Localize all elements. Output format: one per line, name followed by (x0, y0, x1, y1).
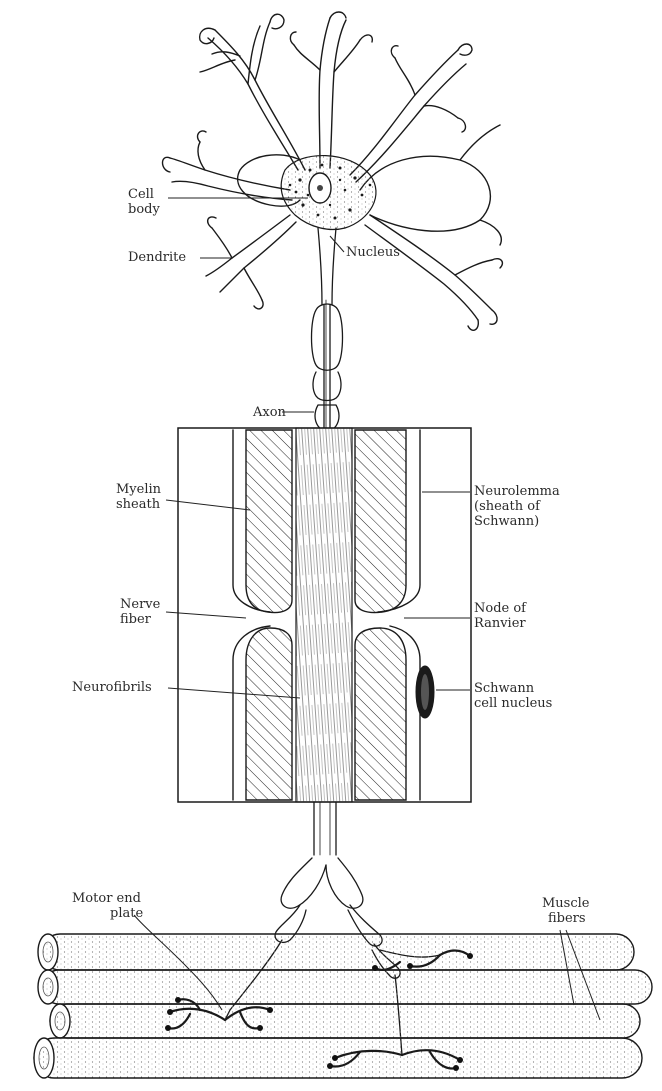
label-muscle-fibers: Muscle fibers (542, 896, 594, 926)
myelinated-axon-detail (178, 428, 471, 802)
label-schwann-cell-nucleus: Schwann cell nucleus (474, 681, 552, 711)
axon-upper (312, 228, 343, 432)
label-dendrite: Dendrite (128, 250, 186, 265)
label-motor-end-plate: Motor end plate (72, 891, 145, 921)
label-myelin-sheath: Myelin sheath (116, 482, 165, 512)
label-neurofibrils: Neurofibrils (72, 680, 152, 695)
label-cell-body: Cell body (128, 187, 160, 217)
label-neurolemma: Neurolemma (sheath of Schwann) (474, 484, 564, 529)
muscle-fibers (34, 934, 652, 1078)
label-nucleus: Nucleus (346, 245, 400, 260)
label-axon: Axon (252, 405, 287, 420)
label-nerve-fiber: Nerve fiber (120, 597, 164, 627)
label-node-of-ranvier: Node of Ranvier (474, 601, 530, 631)
